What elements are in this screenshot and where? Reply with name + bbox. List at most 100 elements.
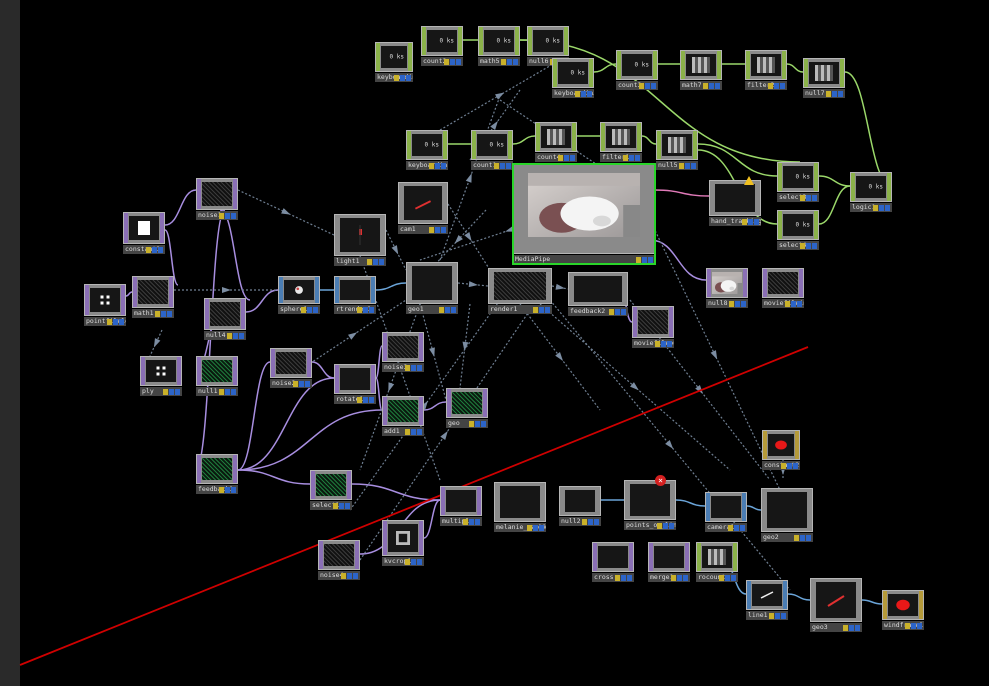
input-connector[interactable]	[707, 269, 711, 297]
node-flags[interactable]	[501, 59, 518, 65]
node-null1[interactable]: null1	[196, 356, 238, 396]
node-count2[interactable]: 0 ks count2	[421, 26, 463, 66]
node-label[interactable]: noise2	[270, 379, 312, 388]
node-label[interactable]: logic1	[850, 203, 892, 212]
node-flags[interactable]	[394, 75, 411, 81]
node-label[interactable]: math5	[478, 57, 520, 66]
node-label[interactable]: feedback2	[568, 307, 628, 316]
node-flags[interactable]	[769, 613, 786, 619]
node-frame[interactable]	[318, 540, 360, 570]
input-connector[interactable]	[383, 521, 387, 555]
node-flags[interactable]	[781, 463, 798, 469]
node-label[interactable]: rocount	[696, 573, 738, 582]
node-frame[interactable]	[632, 306, 674, 338]
node-frame[interactable]	[382, 396, 424, 426]
node-frame[interactable]	[706, 268, 748, 298]
node-noise1[interactable]: noise1	[196, 178, 238, 220]
node-flags[interactable]	[219, 389, 236, 395]
output-connector[interactable]	[233, 455, 237, 483]
node-frame[interactable]	[196, 178, 238, 210]
input-connector[interactable]	[422, 27, 426, 55]
node-frame[interactable]	[624, 480, 676, 520]
node-label[interactable]: rtrender1	[334, 305, 376, 314]
node-flags[interactable]	[655, 341, 672, 347]
node-logic1[interactable]: 0 ks logic1	[850, 172, 892, 212]
input-connector[interactable]	[514, 165, 518, 253]
node-math5[interactable]: 0 ks math5	[478, 26, 520, 66]
output-connector[interactable]	[160, 213, 164, 243]
node-flags[interactable]	[293, 381, 310, 387]
node-frame[interactable]: 0 ks	[471, 130, 513, 160]
input-connector[interactable]	[593, 543, 597, 571]
node-flags[interactable]	[671, 575, 688, 581]
node-frame[interactable]	[334, 364, 376, 394]
output-connector[interactable]	[371, 277, 375, 303]
node-keyboardin3[interactable]: 0 ks keyboardin3	[552, 58, 594, 98]
node-label[interactable]: noise1	[196, 211, 238, 220]
node-flags[interactable]	[341, 573, 358, 579]
output-connector[interactable]	[381, 215, 385, 255]
node-flags[interactable]	[357, 307, 374, 313]
input-connector[interactable]	[681, 51, 685, 79]
input-connector[interactable]	[271, 349, 275, 377]
input-connector[interactable]	[383, 333, 387, 361]
output-connector[interactable]	[808, 489, 812, 531]
output-connector[interactable]	[795, 431, 799, 459]
node-frame[interactable]	[746, 580, 788, 610]
node-feedback2[interactable]: feedback2	[568, 272, 628, 316]
input-connector[interactable]	[383, 397, 387, 425]
output-connector[interactable]	[547, 269, 551, 303]
output-connector[interactable]	[596, 487, 600, 515]
node-frame[interactable]	[680, 50, 722, 80]
node-select3[interactable]: 0 ks select3	[777, 162, 819, 202]
node-frame[interactable]	[488, 268, 552, 304]
node-noise4[interactable]: noise4	[318, 540, 360, 580]
node-keyboardin1[interactable]: 0 ks keyboardin1	[406, 130, 448, 170]
node-light1[interactable]: light1	[334, 214, 386, 266]
node-frame[interactable]	[656, 130, 698, 160]
input-connector[interactable]	[447, 389, 451, 417]
node-merge1[interactable]: merge1	[648, 542, 690, 582]
node-label[interactable]: light1	[334, 257, 386, 266]
node-frame[interactable]	[132, 276, 174, 308]
node-label[interactable]: count1	[471, 161, 513, 170]
node-frame[interactable]	[762, 268, 804, 298]
node-flags[interactable]	[679, 163, 696, 169]
output-connector[interactable]	[919, 591, 923, 619]
node-label[interactable]: geo3	[810, 623, 862, 632]
node-null5[interactable]: null5	[656, 130, 698, 170]
input-connector[interactable]	[762, 489, 766, 531]
node-flags[interactable]	[615, 575, 632, 581]
node-noise3[interactable]: noise3	[382, 332, 424, 372]
output-connector[interactable]	[887, 173, 891, 201]
node-frame[interactable]	[745, 50, 787, 80]
output-connector[interactable]	[650, 165, 654, 253]
node-label[interactable]: null2	[559, 517, 601, 526]
output-connector[interactable]	[742, 493, 746, 521]
node-frame[interactable]	[84, 284, 126, 316]
output-connector[interactable]	[814, 211, 818, 239]
output-connector[interactable]	[685, 543, 689, 571]
node-flags[interactable]	[405, 429, 422, 435]
node-flags[interactable]	[768, 83, 785, 89]
node-moviefileout1[interactable]: moviefileout1	[632, 306, 674, 348]
output-connector[interactable]	[315, 277, 319, 303]
node-frame[interactable]: 0 ks	[478, 26, 520, 56]
node-label[interactable]: hand_tracking	[709, 217, 761, 226]
node-filter2[interactable]: filter2	[745, 50, 787, 90]
node-null8[interactable]: null8	[706, 268, 748, 308]
node-label[interactable]: cross	[592, 573, 634, 582]
node-flags[interactable]	[533, 307, 550, 313]
input-connector[interactable]	[633, 307, 637, 337]
node-render1[interactable]: render1	[488, 268, 552, 314]
node-frame[interactable]	[196, 356, 238, 386]
node-math1[interactable]: math1	[132, 276, 174, 318]
node-label[interactable]: count2	[421, 57, 463, 66]
output-connector[interactable]	[169, 277, 173, 307]
node-flags[interactable]	[219, 487, 236, 493]
node-frame[interactable]	[334, 214, 386, 256]
node-frame[interactable]	[494, 482, 546, 522]
node-flags[interactable]	[163, 389, 180, 395]
node-frame[interactable]	[513, 164, 655, 254]
input-connector[interactable]	[124, 213, 128, 243]
